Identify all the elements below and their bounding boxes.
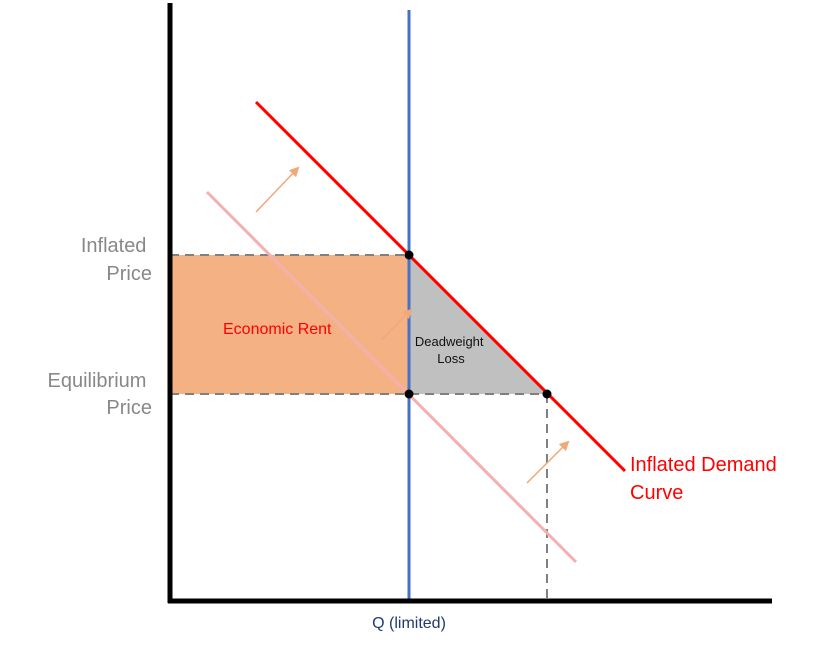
deadweight-loss-label: Deadweight Loss — [415, 334, 487, 366]
inflated-equilibrium-point — [404, 250, 414, 260]
inflated-price-label-line1: Inflated — [81, 235, 147, 257]
original-equilibrium-point — [404, 389, 414, 399]
equilibrium-price-label-line2: Price — [106, 397, 152, 419]
inflated-demand-curve-label-line2: Curve — [630, 482, 683, 504]
shift-arrow-icon — [255, 166, 300, 213]
equilibrium-price-label-line1: Equilibrium — [48, 370, 147, 392]
shift-arrow-icon — [526, 440, 570, 484]
quantity-label: Q (limited) — [372, 615, 446, 632]
economic-rent-area — [170, 255, 409, 394]
inflated-demand-curve-label: Inflated Demand Curve — [630, 454, 782, 504]
inflated-price-label-line2: Price — [106, 263, 152, 285]
deadweight-loss-label-line2: Loss — [437, 351, 465, 366]
economic-rent-label: Economic Rent — [223, 321, 332, 338]
inflated-demand-curve-label-line1: Inflated Demand — [630, 454, 777, 476]
equilibrium-price-label: Equilibrium Price — [48, 370, 153, 419]
deadweight-loss-label-line1: Deadweight — [415, 334, 484, 349]
inflated-price-label: Inflated Price — [81, 235, 152, 285]
shift-arrow-icon — [380, 308, 413, 341]
inflated-demand-curve — [254, 100, 627, 473]
original-demand-curve — [205, 190, 578, 564]
unconstrained-quantity-point — [542, 389, 552, 399]
